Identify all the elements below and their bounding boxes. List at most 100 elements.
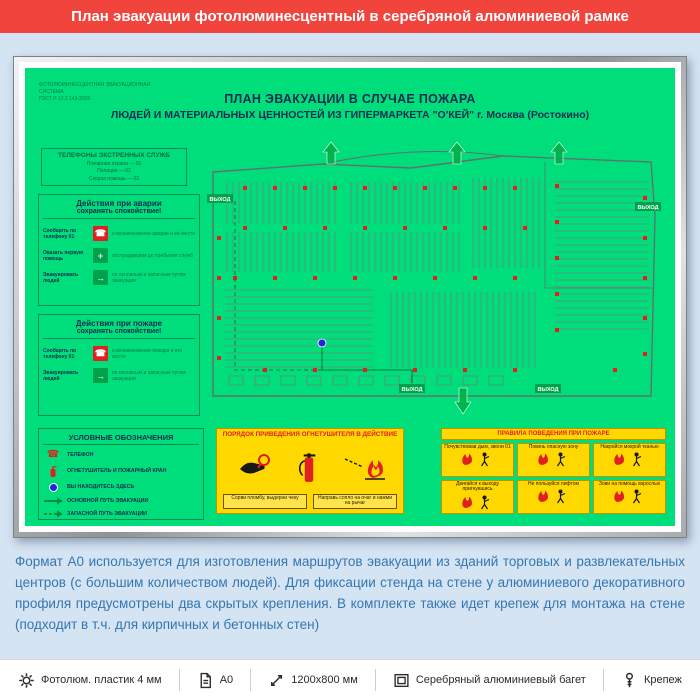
extinguisher-marker <box>555 256 559 260</box>
exit-arrow-up <box>448 141 466 165</box>
extinguisher-marker <box>555 220 559 224</box>
extinguisher-marker <box>393 276 397 280</box>
fire-person-pictogram <box>462 452 490 467</box>
extinguisher-marker <box>463 368 467 372</box>
exit-label: ВЫХОД <box>209 197 230 203</box>
action-row: Эвакуировать людей → по основным и запас… <box>43 368 195 383</box>
fire-person-pictogram <box>614 452 642 467</box>
extinguisher-marker <box>443 226 447 230</box>
legend-row: ВЫ НАХОДИТЕСЬ ЗДЕСЬ <box>43 483 199 492</box>
page-title: План эвакуации фотолюминесцентный в сере… <box>0 0 700 33</box>
pull-pin-illustration <box>239 453 270 474</box>
exit-arrows <box>322 141 568 415</box>
extinguisher-marker <box>323 226 327 230</box>
phone-line: Пожарная охрана — 01 <box>86 160 142 167</box>
extinguisher-marker <box>283 226 287 230</box>
extinguisher-marker <box>403 226 407 230</box>
safety-rule-card: Не пользуйся лифтом <box>517 480 590 514</box>
extinguisher-marker <box>273 276 277 280</box>
action-label: Эвакуировать людей <box>43 271 79 284</box>
action-label: Оказать первую помощь <box>43 249 84 262</box>
extinguisher-marker <box>643 236 647 240</box>
extinguisher-instructions-panel: ПОРЯДОК ПРИВЕДЕНИЯ ОГНЕТУШИТЕЛЯ В ДЕЙСТВ… <box>216 428 404 514</box>
emergency-phones-box: ТЕЛЕФОНЫ ЭКСТРЕННЫХ СЛУЖБ Пожарная охран… <box>41 148 187 186</box>
spec-label: A0 <box>219 674 234 686</box>
you-are-here-icon <box>43 483 63 492</box>
gear-icon <box>18 672 35 689</box>
exit-label: ВЫХОД <box>537 387 558 393</box>
extinguisher-marker <box>353 276 357 280</box>
action-note: о возникновении пожара и его месте <box>112 347 183 360</box>
safety-cards-grid: Почувствовав дым, звони 01 Покинь опасную… <box>441 443 666 514</box>
building-outline <box>212 150 656 397</box>
gost-note-line1: ФОТОЛЮМИНЕСЦЕНТНАЯ ЭВАКУАЦИОННАЯ СИСТЕМА <box>39 82 151 95</box>
plan-title-line2: ЛЮДЕЙ И МАТЕРИАЛЬНЫХ ЦЕННОСТЕЙ ИЗ ГИПЕРМ… <box>110 109 590 121</box>
safety-rule-card: Почувствовав дым, звони 01 <box>441 443 514 477</box>
extinguisher-marker <box>523 226 527 230</box>
extinguisher-marker <box>483 226 487 230</box>
product-description: Формат А0 используется для изготовления … <box>15 554 685 632</box>
spec-label: Крепеж <box>643 674 682 686</box>
dimensions-icon <box>268 672 285 689</box>
fire-safety-rules-panel: ПРАВИЛА ПОВЕДЕНИЯ ПРИ ПОЖАРЕ Почувствова… <box>441 428 666 514</box>
fire-equipment-markers <box>217 184 647 372</box>
spec-label: 1200x800 мм <box>291 674 358 686</box>
fire-person-pictogram <box>538 452 566 467</box>
extinguisher-illustration <box>298 453 316 482</box>
exit-man-icon: → <box>93 368 108 383</box>
legend-row: ОГНЕТУШИТЕЛЬ И ПОЖАРНЫЙ КРАН <box>43 465 199 478</box>
action-row: Эвакуировать людей → по основным и запас… <box>43 270 195 285</box>
exit-man-icon: → <box>93 270 108 285</box>
gost-note: ФОТОЛЮМИНЕСЦЕНТНАЯ ЭВАКУАЦИОННАЯ СИСТЕМА… <box>39 82 169 102</box>
extinguisher-marker <box>363 368 367 372</box>
safety-rule-card: Накройся мокрой тканью <box>593 443 666 477</box>
phones-title: ТЕЛЕФОНЫ ЭКСТРЕННЫХ СЛУЖБ <box>58 152 170 159</box>
specs-bar: Фотолюм. пластик 4 мм A0 1200x800 мм <box>0 659 700 700</box>
extinguisher-figures <box>217 438 403 494</box>
extinguisher-caption: Сорви пломбу, выдерни чеку <box>223 493 307 509</box>
extinguisher-marker <box>643 352 647 356</box>
extinguisher-marker <box>233 276 237 280</box>
fire-actions-box: Действия при пожаре сохранять спокойстви… <box>38 314 200 416</box>
separator <box>374 669 376 691</box>
plan-title-line1: ПЛАН ЭВАКУАЦИИ В СЛУЧАЕ ПОЖАРА <box>224 92 476 106</box>
extinguisher-marker <box>217 236 221 240</box>
legend-box: УСЛОВНЫЕ ОБОЗНАЧЕНИЯ ☎ ТЕЛЕФОН ОГНЕТУШИТ… <box>38 428 204 520</box>
safety-rule-caption: Покинь опасную зону <box>528 444 579 450</box>
spec-mount: Крепеж <box>621 672 682 689</box>
extinguisher-marker <box>217 356 221 360</box>
action-label: Сообщить по телефону 01 <box>43 347 77 360</box>
extinguisher-marker <box>393 186 397 190</box>
extinguisher-marker <box>483 186 487 190</box>
legend-label: ТЕЛЕФОН <box>67 451 94 458</box>
extinguisher-marker <box>555 292 559 296</box>
backup-route-icon <box>43 510 63 518</box>
exit-labels: ВЫХОД ВЫХОД ВЫХОД ВЫХОД <box>207 194 661 393</box>
action-note: о возникновении аварии и её месте <box>112 230 195 237</box>
separator <box>178 669 180 691</box>
extinguisher-marker <box>413 368 417 372</box>
extinguisher-marker <box>643 316 647 320</box>
safety-rule-card: Двигайся к выходу пригнувшись <box>441 480 514 514</box>
safety-panel-title: ПРАВИЛА ПОВЕДЕНИЯ ПРИ ПОЖАРЕ <box>441 428 666 440</box>
extinguisher-caption: Направь сопло на очаг и нажми на рычаг <box>313 493 397 509</box>
floor-plan-map: ВЫХОД ВЫХОД ВЫХОД ВЫХОД <box>207 141 661 415</box>
exit-arrow-up <box>550 141 568 165</box>
extinguisher-marker <box>303 186 307 190</box>
spec-format: A0 <box>197 672 233 689</box>
gost-note-line2: ГОСТ Р 12.2.143-2009 <box>39 95 91 102</box>
phone-icon: ☎ <box>93 346 108 361</box>
spec-material: Фотолюм. пластик 4 мм <box>18 672 162 689</box>
fire-title-1: Действия при пожаре <box>75 319 163 328</box>
action-note: по основным и запасным путям эвакуации <box>112 271 186 284</box>
extinguisher-marker <box>333 186 337 190</box>
extinguisher-marker <box>613 368 617 372</box>
fire-box-title: Действия при пожаре сохранять спокойстви… <box>43 319 195 339</box>
action-row: Сообщить по телефону 01 ☎ о возникновени… <box>43 346 195 361</box>
you-are-here-dot <box>317 338 327 348</box>
extinguisher-marker <box>473 276 477 280</box>
legend-row: ЗАПАСНОЙ ПУТЬ ЭВАКУАЦИИ <box>43 510 199 518</box>
plan-title: ПЛАН ЭВАКУАЦИИ В СЛУЧАЕ ПОЖАРА ЛЮДЕЙ И М… <box>25 92 675 121</box>
safety-rule-card: Зови на помощь взрослых <box>593 480 666 514</box>
extinguisher-marker <box>263 368 267 372</box>
